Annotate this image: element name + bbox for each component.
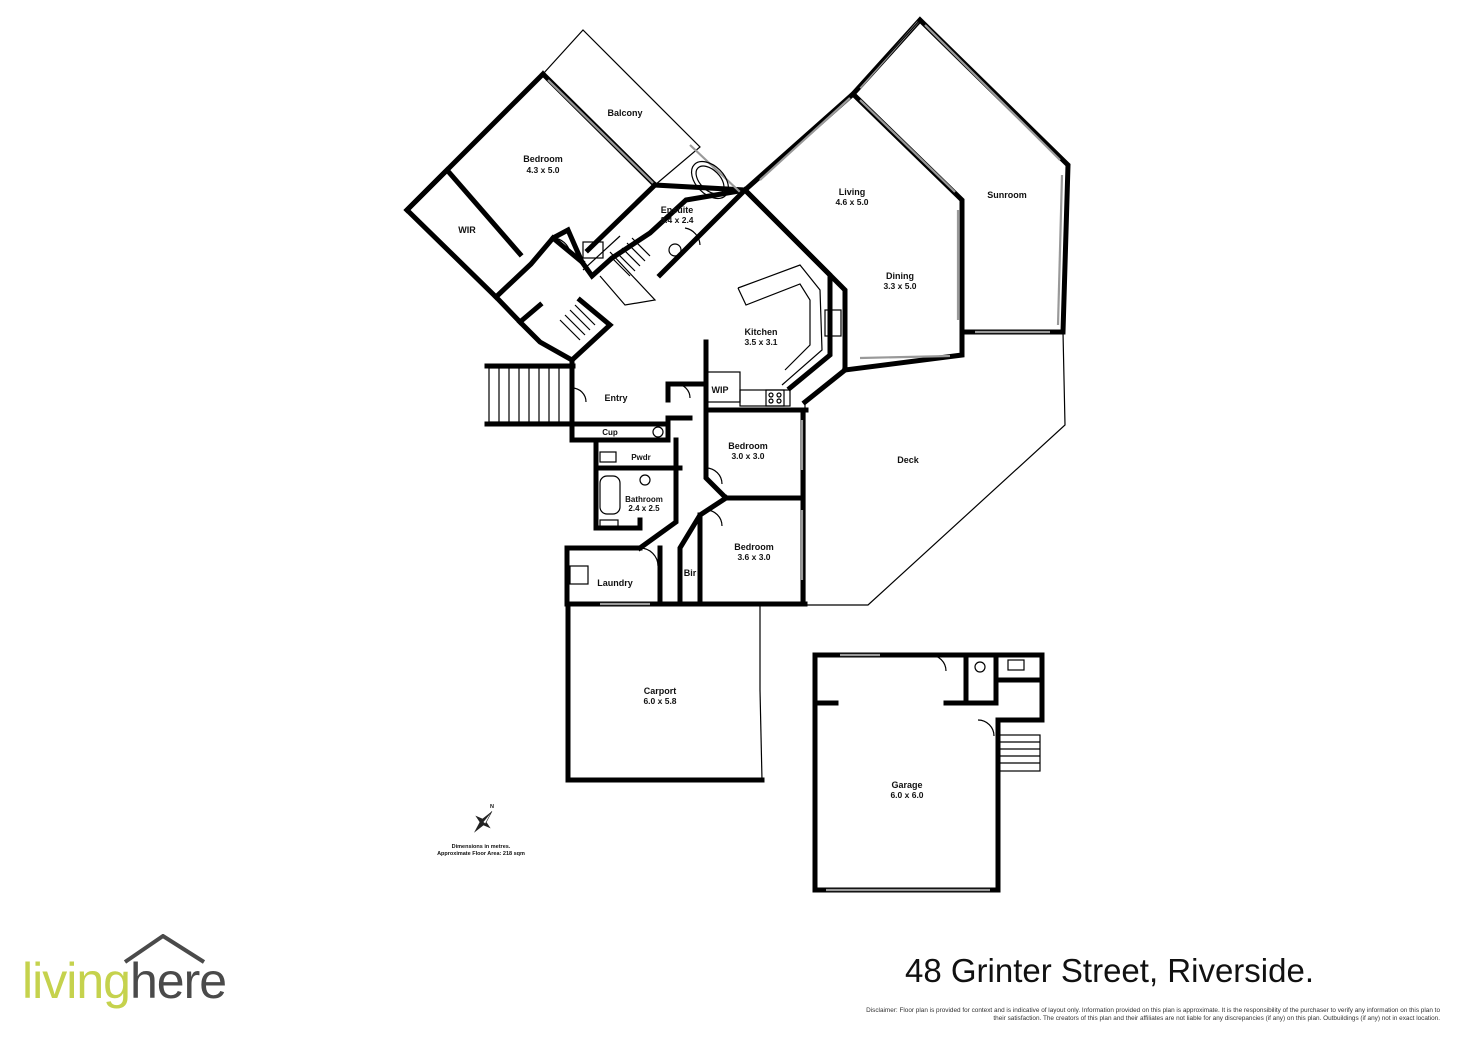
disclaimer-text: Disclaimer: Floor plan is provided for c… <box>866 1007 1440 1022</box>
dims-bedroom2: 3.0 x 3.0 <box>731 451 764 461</box>
house-roof-icon <box>123 934 206 964</box>
label-laundry: Laundry <box>597 578 633 588</box>
service-rooms <box>564 357 709 607</box>
carport <box>565 603 765 783</box>
garage <box>812 652 1045 893</box>
label-bir: Bir <box>684 568 697 578</box>
kitchen-area <box>703 186 848 413</box>
dims-bedroom-main: 4.3 x 5.0 <box>526 165 559 175</box>
bedroom-wing <box>657 407 808 607</box>
dims-living: 4.6 x 5.0 <box>835 197 868 207</box>
note-dimensions: Dimensions in metres. <box>452 844 511 850</box>
label-garage: Garage <box>891 780 922 790</box>
brand-name-part2: here <box>129 953 227 1009</box>
label-cup: Cup <box>602 428 618 437</box>
label-living: Living <box>839 187 866 197</box>
label-deck: Deck <box>897 455 920 465</box>
label-kitchen: Kitchen <box>744 327 777 337</box>
dims-carport: 6.0 x 5.8 <box>643 696 676 706</box>
label-bathroom: Bathroom <box>625 495 663 504</box>
brand-logo: livinghere <box>22 952 227 1010</box>
label-wip: WIP <box>712 385 729 395</box>
label-sunroom: Sunroom <box>987 190 1027 200</box>
label-pwdr: Pwdr <box>631 453 651 462</box>
master-wing <box>403 29 749 326</box>
dims-dining: 3.3 x 5.0 <box>883 281 916 291</box>
label-carport: Carport <box>644 686 677 696</box>
compass-north-label: N <box>490 804 494 810</box>
label-balcony: Balcony <box>607 108 642 118</box>
dims-ensuite: 3.4 x 2.4 <box>660 215 693 225</box>
label-entry: Entry <box>604 393 627 403</box>
dims-bathroom: 2.4 x 2.5 <box>628 504 660 513</box>
brand-name-part1: living <box>22 953 131 1009</box>
compass-icon <box>474 811 493 833</box>
label-bedroom-main: Bedroom <box>523 154 563 164</box>
entry-stairs <box>484 296 614 427</box>
label-dining: Dining <box>886 271 914 281</box>
note-floor-area: Approximate Floor Area: 218 sqm <box>437 851 525 857</box>
dims-garage: 6.0 x 6.0 <box>890 790 923 800</box>
label-ensuite: Ensuite <box>661 205 694 215</box>
dims-kitchen: 3.5 x 3.1 <box>744 337 777 347</box>
property-address: 48 Grinter Street, Riverside. <box>905 952 1314 989</box>
living-wing <box>741 16 1071 373</box>
dims-bedroom3: 3.6 x 3.0 <box>737 552 770 562</box>
label-bedroom3: Bedroom <box>734 542 774 552</box>
label-wir: WIR <box>458 225 476 235</box>
label-bedroom2: Bedroom <box>728 441 768 451</box>
